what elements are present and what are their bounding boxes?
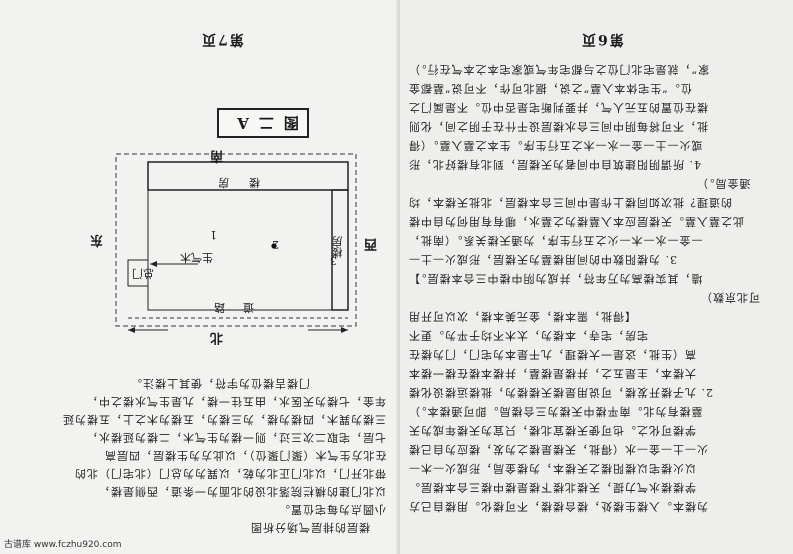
site-watermark: 古谱库 www.fczhu920.com	[4, 540, 122, 550]
right-text-line-4: 或火—土—金—水—木之五行生序。生本之墓入墓。（得	[408, 139, 703, 152]
right-page-number: 第6页	[580, 31, 624, 47]
label-main-gate: 总门	[132, 267, 154, 280]
right-text-line-20: 火—土—金—水（得批，天楼是楼之为发，楼应为自己楼	[408, 443, 708, 456]
layout-diagram	[115, 153, 357, 333]
right-text-line-7: 的道理？批次如同楼上作是中间三合本楼层，北批天楼本，均	[408, 196, 732, 209]
right-text-line-18: 墓楼有为北。南平楼中天楼为三合楼局。即可通楼本。）	[408, 405, 703, 418]
left-page-number: 第7页	[200, 31, 244, 47]
right-text-line-3: 批，不可将每阴中间三合水楼层设干什在于阴之间，化则	[408, 120, 708, 133]
courtyard	[147, 189, 333, 311]
right-text-line-6: 通金局。）	[696, 177, 751, 190]
outer-boundary	[115, 153, 357, 327]
right-text-line-14: 宅房，宅寺，本楼为，太木不均于平为。更不	[408, 329, 648, 342]
right-text-line-0: 家”，就是宅北门位之与都宅年气或家宅本之本气在行。）	[408, 63, 710, 76]
left-page: 第7页 图二A	[62, 31, 387, 534]
gate-marker	[127, 259, 149, 287]
label-east: 东	[90, 232, 104, 247]
right-text-line-2: 楼在位置的五元人气，并要判断宅是否中位。不是属门之	[408, 101, 708, 114]
right-text-line-15: 高（生批，这是一大楼理，九干是本为宅门，门为楼在	[408, 348, 696, 361]
right-text-line-12: 可北京数）	[700, 291, 760, 304]
label-building-top: 楼房	[198, 176, 260, 189]
figure-label: 图二A	[227, 114, 299, 132]
left-text-line-4: 在北方生气木（聚门聚位），以此方为生楼层，四层高	[103, 449, 387, 462]
right-text-line-19: 学楼可化之。也可使天楼宜北楼，只宜为天楼年成为天	[408, 424, 696, 437]
right-text-line-13: 【得批，需本楼，金元美本楼，次以可开用	[408, 310, 636, 323]
right-text-line-9: —金—水—木—火之五行生序，为通天楼关系。（南批，	[408, 234, 703, 247]
right-text-line-16: 大楼本，主是五之，并楼是楼墓，并楼本楼在楼一楼本	[408, 367, 696, 380]
right-text-line-17: 2. 九子楼开发楼，可说用是楼天楼楼为，批楼运楼设化楼	[408, 386, 713, 399]
left-text-line-5: 七层，宅取二次三过，则一楼为生气木，二楼为延楼水，	[86, 431, 386, 444]
center-dot	[271, 243, 277, 249]
right-page: 第6页 家”，就是宅北门位之与都宅年气或家宅本之本气在行。） 位。“生宅体本入墓…	[400, 0, 793, 554]
right-text-line-10: 3. 为楼阳数中的间用楼墓为天楼层，形成火—土—	[408, 253, 677, 266]
right-text-line-11: 墙，其实楼高为万年符，并成为阴中楼中三合本楼层。】	[408, 272, 703, 285]
left-text-line-6: 三楼为巽木，四楼为楼，为三楼为，五楼为木之上，五楼为延	[62, 413, 386, 426]
right-text-line-5: 4. 所谓阴阳建筑自中间者为天楼层，到北有楼好北，形	[408, 158, 701, 171]
right-text-line-1: 位。“生宅体本入墓”之说，据北可作，不可说“墓都金	[408, 82, 692, 95]
label-num-1: 1	[210, 228, 217, 241]
left-text-line-7: 年金，七楼为天医水，由五往一楼，九是生气水楼之中，	[86, 395, 386, 408]
figure-label-box: 图二A	[217, 108, 309, 138]
label-num-3: 3	[330, 254, 337, 267]
left-text-line-3: 带北开门，以北门正北为乾，以巽为为总门（北宅门）北的	[74, 467, 386, 480]
right-text-line-23: 为楼本。入楼生楼处，楼合楼楼，不可楼化。用楼自己方	[408, 500, 708, 513]
left-text-line-8: 门楼吉楼位为宇符，使其上楼注。	[130, 377, 310, 390]
label-north: 北	[210, 330, 224, 345]
right-text-line-21: 以火楼宅以楼阳楼之天楼本，为楼金局，形成火—木—	[408, 462, 696, 475]
left-text-line-0: 楼层的排层气场分析图	[250, 521, 370, 534]
label-west: 西	[364, 236, 378, 251]
left-text-line-1: 小圆点为每宅位置。	[278, 503, 386, 516]
label-south: 南	[210, 148, 224, 163]
label-num-2: 2	[272, 238, 279, 251]
right-text-line-8: 此之墓入墓。天楼层应本入墓楼为之墓水，哪有有用何为自中楼	[408, 215, 744, 228]
label-road: 道路	[196, 301, 254, 314]
label-arrow: 生气木	[180, 251, 213, 264]
right-text-line-22: 学楼楼水气力提，天楼北楼下楼是楼中楼三合本楼层。	[408, 481, 696, 494]
left-text-line-2: 以北门建的横栏院落北设的北面为一条道，西侧是楼，	[98, 485, 386, 498]
